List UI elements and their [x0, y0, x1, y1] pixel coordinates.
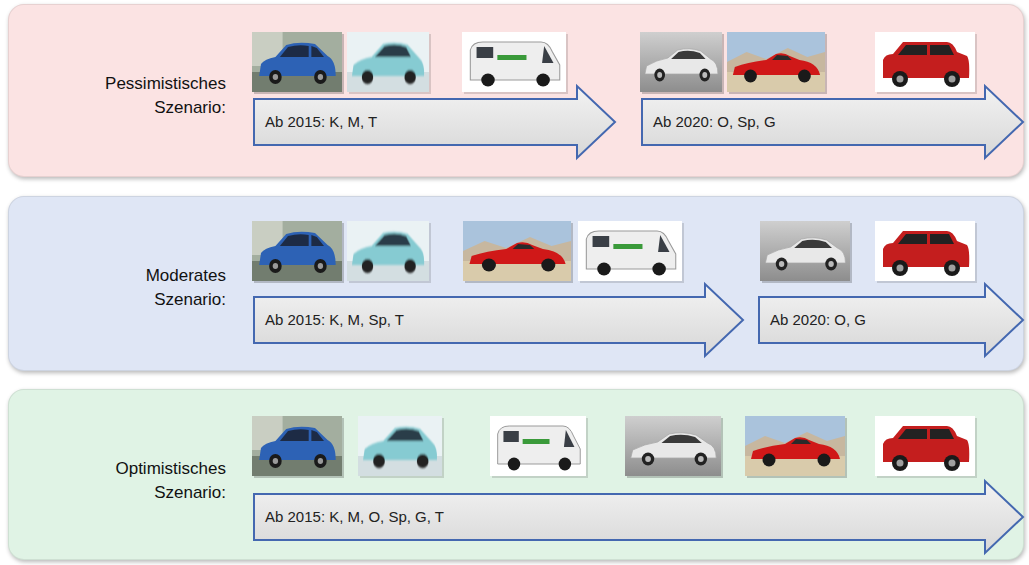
arrow-label: Ab 2020: O, Sp, G [653, 112, 776, 132]
timeline-arrow: Ab 2015: K, M, T [253, 85, 617, 159]
arrow-outline [254, 86, 615, 158]
timeline-arrow: Ab 2015: K, M, O, Sp, G, T [253, 480, 1025, 554]
arrow-outline [254, 481, 1023, 553]
car-thumbnail [252, 32, 344, 94]
arrow-label: Ab 2015: K, M, T [265, 112, 377, 132]
car-thumbnail [462, 32, 568, 94]
arrow-outline [642, 86, 1023, 158]
scenario-panel: Moderates Szenario: Ab 2015: K, M, Sp, T A… [8, 196, 1024, 371]
car-thumbnail [252, 416, 344, 478]
arrow-label: Ab 2015: K, M, Sp, T [265, 310, 404, 330]
car-thumbnail [252, 221, 344, 283]
car-thumbnail [490, 416, 588, 478]
car-thumbnail [625, 416, 723, 478]
arrow-label: Ab 2020: O, G [770, 310, 866, 330]
timeline-arrow: Ab 2020: O, Sp, G [641, 85, 1025, 159]
car-thumbnail [463, 221, 573, 283]
car-thumbnail [640, 32, 724, 94]
arrow-label: Ab 2015: K, M, O, Sp, G, T [265, 507, 444, 527]
timeline-arrow: Ab 2015: K, M, Sp, T [253, 283, 745, 357]
car-thumbnail [760, 221, 852, 283]
timeline-arrow: Ab 2020: O, G [758, 283, 1025, 357]
car-thumbnail [875, 32, 977, 94]
scenario-panel: Pessimistisches Szenario: Ab 2015: K, M, … [8, 4, 1024, 177]
scenario-panel: Optimistisches Szenario: Ab 2015: K, M, O… [8, 389, 1024, 560]
car-thumbnail [875, 416, 977, 478]
car-thumbnail [358, 416, 444, 478]
car-thumbnail [347, 32, 431, 94]
arrow-outline [759, 284, 1023, 356]
car-thumbnail [578, 221, 684, 283]
car-thumbnail [745, 416, 847, 478]
car-thumbnail [347, 221, 431, 283]
scenario-label: Pessimistisches Szenario: [79, 72, 226, 120]
car-thumbnail [875, 221, 977, 283]
car-thumbnail [727, 32, 827, 94]
scenario-label: Moderates Szenario: [79, 264, 226, 312]
arrow-outline [254, 284, 743, 356]
scenario-label: Optimistisches Szenario: [79, 457, 226, 505]
